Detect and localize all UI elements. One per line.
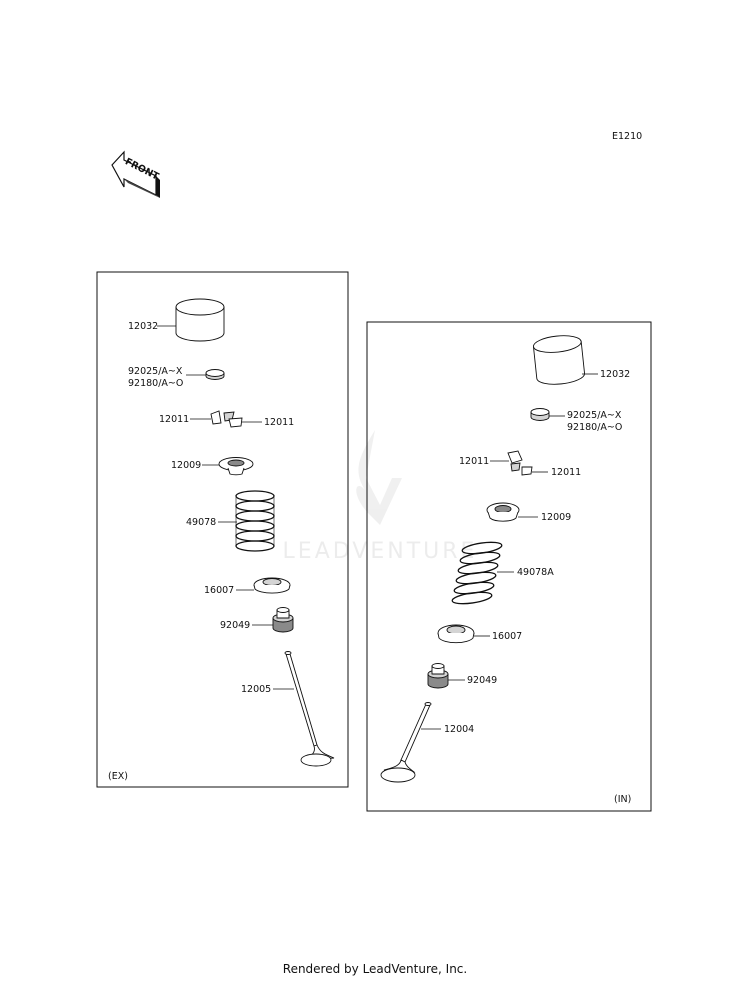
exhaust-panel-frame (96, 271, 349, 788)
exhaust-shim-label-b: 92180/A~O (128, 378, 183, 389)
intake-shim-label-a: 92025/A~X (567, 410, 622, 421)
exhaust-lifter (175, 298, 225, 342)
intake-valve-label: 12004 (444, 724, 474, 735)
footer-credit: Rendered by LeadVenture, Inc. (282, 962, 468, 976)
intake-spring-label: 49078A (517, 567, 554, 578)
exhaust-retainer (218, 457, 254, 476)
intake-lifter (532, 335, 585, 385)
exhaust-valve-label: 12005 (241, 684, 271, 695)
intake-cotter-right-label: 12011 (551, 467, 581, 478)
exhaust-cotter-right-label: 12011 (264, 417, 294, 428)
exhaust-cotters (210, 410, 243, 428)
watermark: LEADVENTURE (283, 430, 478, 564)
exhaust-lifter-label: 12032 (128, 321, 158, 332)
exhaust-seat (253, 577, 291, 594)
intake-lifter-label: 12032 (600, 369, 630, 380)
exhaust-retainer-label: 12009 (171, 460, 201, 471)
exhaust-stem-seal-label: 92049 (220, 620, 250, 631)
exhaust-shim-label-a: 92025/A~X (128, 366, 183, 377)
intake-cotters (507, 450, 533, 476)
exhaust-shim (205, 369, 225, 380)
intake-cotter-left-label: 12011 (459, 456, 489, 467)
intake-seat (437, 624, 475, 644)
exhaust-spring (235, 490, 275, 552)
intake-panel-frame (366, 321, 652, 812)
exhaust-seat-label: 16007 (204, 585, 234, 596)
front-arrow-icon: FRONT (111, 150, 161, 198)
intake-tag: (IN) (614, 794, 631, 805)
intake-valve (380, 702, 432, 783)
intake-stem-seal (427, 663, 449, 689)
exhaust-spring-label: 49078 (186, 517, 216, 528)
intake-spring (451, 541, 503, 605)
intake-retainer (486, 502, 520, 522)
intake-stem-seal-label: 92049 (467, 675, 497, 686)
intake-seat-label: 16007 (492, 631, 522, 642)
intake-retainer-label: 12009 (541, 512, 571, 523)
diagram-code: E1210 (612, 131, 643, 142)
intake-shim-label-b: 92180/A~O (567, 422, 622, 433)
exhaust-tag: (EX) (108, 771, 128, 782)
watermark-text: LEADVENTURE (283, 539, 478, 564)
intake-shim (530, 408, 550, 421)
exhaust-valve (284, 651, 335, 767)
exhaust-stem-seal (272, 607, 294, 633)
exhaust-cotter-left-label: 12011 (159, 414, 189, 425)
